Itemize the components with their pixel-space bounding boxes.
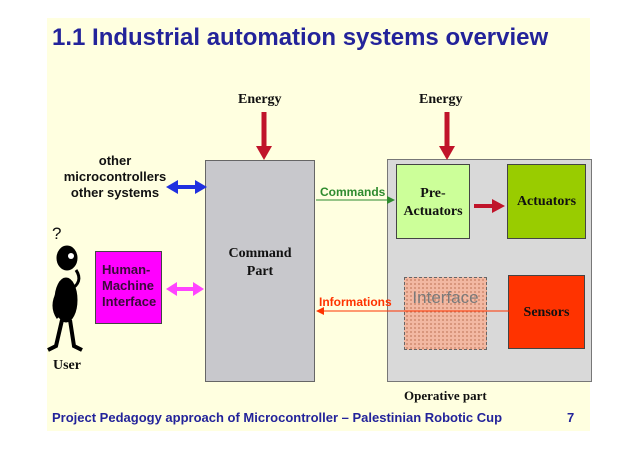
hmi-line: Machine: [102, 278, 155, 293]
informations-arrow: [316, 307, 509, 315]
sensors-box: Sensors: [508, 275, 585, 349]
hmi-line: Interface: [102, 294, 157, 309]
pre-actuators-to-actuators-arrow: [474, 199, 505, 213]
commands-arrow: [316, 196, 395, 204]
pre-actuators-line: Pre-: [420, 186, 446, 201]
command-part-box: Command Part: [205, 160, 315, 382]
sensors-label: Sensors: [523, 305, 570, 320]
user-label: User: [53, 358, 81, 373]
pre-actuators-line: Actuators: [403, 204, 463, 219]
hmi-line: Human-: [102, 262, 151, 277]
other-systems-line: other: [98, 153, 132, 168]
command-part-line: Command: [228, 246, 292, 261]
other-systems-label: other microcontrollers other systems: [55, 153, 175, 201]
actuators-box: Actuators: [507, 164, 586, 239]
question-mark: ?: [52, 224, 62, 243]
pre-actuators-box: Pre- Actuators: [396, 164, 470, 239]
slide-title: 1.1 Industrial automation systems overvi…: [52, 24, 549, 51]
energy-arrow-left: [256, 112, 272, 160]
operative-part-label: Operative part: [404, 388, 487, 403]
footer-text: Project Pedagogy approach of Microcontro…: [52, 410, 503, 425]
informations-label: Informations: [319, 295, 392, 309]
other-systems-bidirectional-arrow: [166, 180, 207, 194]
human-machine-interface-box: Human- Machine Interface: [95, 251, 162, 324]
energy-label-left: Energy: [238, 92, 282, 107]
energy-arrow-right: [439, 112, 455, 160]
page-number: 7: [567, 410, 575, 425]
hmi-bidirectional-arrow: [166, 282, 204, 296]
interface-label: Interface: [412, 288, 479, 307]
other-systems-line: microcontrollers: [63, 169, 167, 184]
commands-label: Commands: [320, 185, 386, 199]
energy-label-right: Energy: [419, 92, 463, 107]
interface-box: Interface: [404, 277, 487, 350]
other-systems-line: other systems: [70, 185, 160, 200]
command-part-line: Part: [246, 264, 274, 279]
actuators-label: Actuators: [516, 194, 577, 209]
user-figure-icon: [47, 245, 83, 352]
